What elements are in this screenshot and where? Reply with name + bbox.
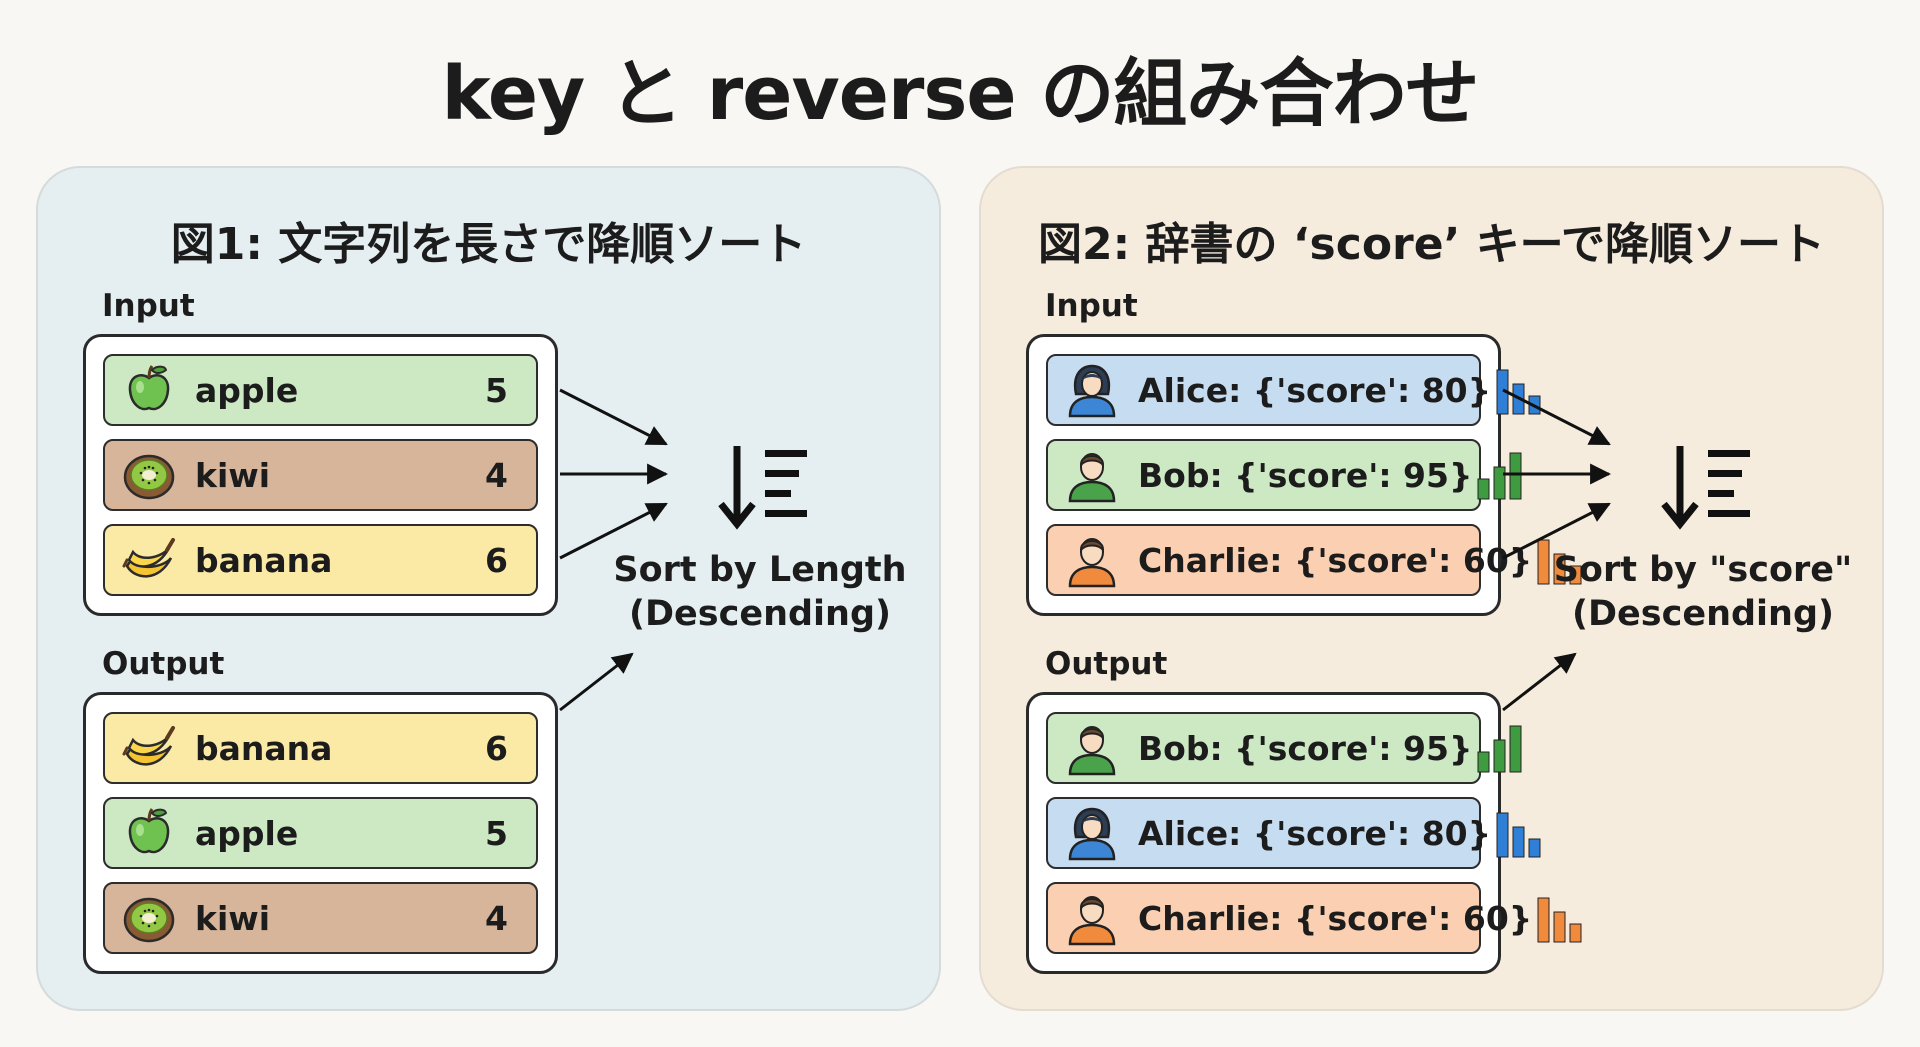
person-male-icon — [1064, 447, 1120, 503]
panel-title: 図1: 文字列を長さで降順ソート — [170, 219, 807, 270]
sort-caption-line2: (Descending) — [1571, 594, 1835, 634]
person-female-icon — [1064, 362, 1120, 418]
sort-caption-line2: (Descending) — [628, 594, 892, 634]
panel-string-length-sort: 図1: 文字列を長さで降順ソート Input apple 5 kiwi 4 ba… — [36, 166, 941, 1011]
panel-dict-score-sort: 図2: 辞書の ‘score’ キーで降順ソート Input Alice: {'… — [979, 166, 1884, 1011]
input-box: apple 5 kiwi 4 banana 6 — [83, 334, 558, 616]
list-item: Alice: {'score': 80} — [1046, 354, 1481, 426]
kiwi-icon — [121, 890, 177, 946]
list-item: banana 6 — [103, 712, 538, 784]
fruit-length: 4 — [485, 455, 508, 495]
list-item: Alice: {'score': 80} — [1046, 797, 1481, 869]
fruit-length: 5 — [485, 813, 508, 853]
list-item: banana 6 — [103, 524, 538, 596]
bar-chart-icon — [1472, 720, 1528, 776]
person-male-icon — [1064, 890, 1120, 946]
record-text: Alice: {'score': 80} — [1138, 813, 1492, 853]
fruit-length: 6 — [485, 540, 508, 580]
fruit-length: 6 — [485, 728, 508, 768]
person-female-icon — [1064, 805, 1120, 861]
sort-descending-icon — [1658, 442, 1758, 532]
record-text: Charlie: {'score': 60} — [1138, 540, 1533, 580]
apple-icon — [121, 362, 177, 418]
record-text: Alice: {'score': 80} — [1138, 370, 1492, 410]
fruit-name: apple — [195, 370, 299, 410]
record-text: Bob: {'score': 95} — [1138, 728, 1473, 768]
list-item: Charlie: {'score': 60} — [1046, 524, 1481, 596]
person-male-icon — [1064, 532, 1120, 588]
fruit-name: kiwi — [195, 455, 271, 495]
bar-chart-icon — [1491, 805, 1547, 861]
sort-caption: Sort by Length (Descending) — [610, 548, 910, 636]
list-item: Charlie: {'score': 60} — [1046, 882, 1481, 954]
sort-descending-icon — [715, 442, 815, 532]
input-label: Input — [1045, 288, 1138, 324]
fruit-name: banana — [195, 540, 333, 580]
list-item: apple 5 — [103, 354, 538, 426]
main-title: key と reverse の組み合わせ — [441, 51, 1480, 137]
input-label: Input — [102, 288, 195, 324]
bar-chart-icon — [1491, 362, 1547, 418]
input-box: Alice: {'score': 80} Bob: {'score': 95} … — [1026, 334, 1501, 616]
sort-caption-line1: Sort by "score" — [1553, 550, 1853, 590]
sort-caption: Sort by "score" (Descending) — [1553, 548, 1853, 636]
panel-title: 図2: 辞書の ‘score’ キーで降順ソート — [1038, 219, 1825, 270]
list-item: Bob: {'score': 95} — [1046, 712, 1481, 784]
sort-caption-line1: Sort by Length — [613, 550, 907, 590]
output-label: Output — [1045, 646, 1168, 682]
fruit-name: apple — [195, 813, 299, 853]
fruit-length: 4 — [485, 898, 508, 938]
list-item: Bob: {'score': 95} — [1046, 439, 1481, 511]
fruit-name: banana — [195, 728, 333, 768]
record-text: Bob: {'score': 95} — [1138, 455, 1473, 495]
banana-icon — [121, 532, 177, 588]
person-male-icon — [1064, 720, 1120, 776]
bar-chart-icon — [1532, 890, 1588, 946]
fruit-length: 5 — [485, 370, 508, 410]
bar-chart-icon — [1472, 447, 1528, 503]
output-box: Bob: {'score': 95} Alice: {'score': 80} … — [1026, 692, 1501, 974]
list-item: apple 5 — [103, 797, 538, 869]
apple-icon — [121, 805, 177, 861]
list-item: kiwi 4 — [103, 882, 538, 954]
banana-icon — [121, 720, 177, 776]
list-item: kiwi 4 — [103, 439, 538, 511]
kiwi-icon — [121, 447, 177, 503]
output-box: banana 6 apple 5 kiwi 4 — [83, 692, 558, 974]
record-text: Charlie: {'score': 60} — [1138, 898, 1533, 938]
output-label: Output — [102, 646, 225, 682]
fruit-name: kiwi — [195, 898, 271, 938]
